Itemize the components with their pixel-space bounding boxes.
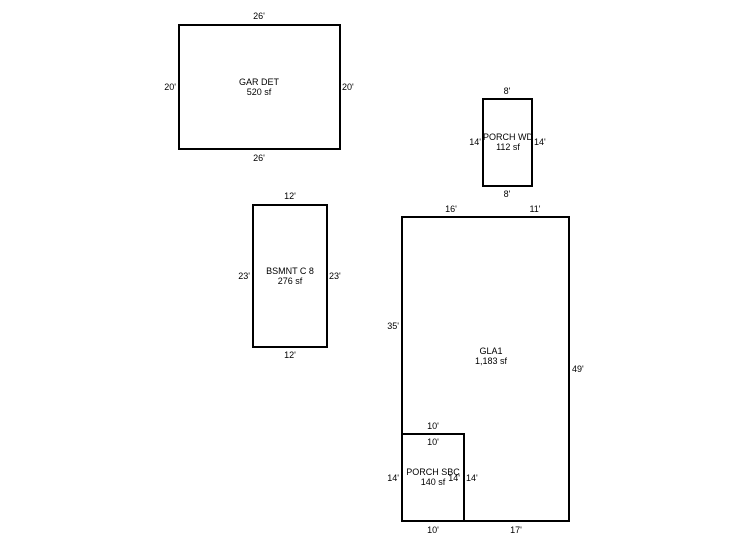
room-area: 1,183 sf <box>475 356 508 366</box>
dim-right: 49' <box>572 364 584 374</box>
room-outline <box>178 24 341 150</box>
dim-bottom: 10' <box>427 525 439 535</box>
dim-left: 14' <box>469 137 481 147</box>
room-outline <box>482 98 533 187</box>
room-area: 520 sf <box>247 87 272 97</box>
dim-top-outer: 10' <box>427 421 439 431</box>
dim-top-inner: 10' <box>427 437 439 447</box>
room-outline <box>252 204 328 348</box>
room-name: GLA1 <box>479 346 502 356</box>
dim-right: 14' <box>534 137 546 147</box>
dim-bottom: 26' <box>253 153 265 163</box>
dim-top: 12' <box>284 191 296 201</box>
dim-right: 20' <box>342 82 354 92</box>
room-porch-wd: PORCH WD 112 sf 8' 8' 14' 14' <box>469 86 546 199</box>
dim-left: 20' <box>164 82 176 92</box>
room-bsmnt-c8: BSMNT C 8 276 sf 12' 12' 23' 23' <box>238 191 341 360</box>
room-name: GAR DET <box>239 77 280 87</box>
room-outline <box>401 433 465 522</box>
dim-top-left: 16' <box>445 204 457 214</box>
dim-left: 14' <box>387 473 399 483</box>
room-porch-sbc: PORCH SBC 140 sf 10' 10' 10' 14' 14' 14' <box>387 421 478 535</box>
dim-top: 26' <box>253 11 265 21</box>
dim-right-inner: 14' <box>448 473 460 483</box>
room-area: 140 sf <box>421 477 446 487</box>
dim-bottom: 8' <box>504 189 511 199</box>
dim-top: 8' <box>504 86 511 96</box>
room-gla1: GLA1 1,183 sf 16' 11' 35' 49' 17' <box>387 204 584 535</box>
dim-bottom: 12' <box>284 350 296 360</box>
room-name: PORCH SBC <box>406 467 460 477</box>
dim-right: 14' <box>466 473 478 483</box>
room-area: 112 sf <box>496 142 520 152</box>
room-name: PORCH WD <box>483 132 533 142</box>
room-area: 276 sf <box>278 276 303 286</box>
dim-left: 23' <box>238 271 250 281</box>
dim-left: 35' <box>387 321 399 331</box>
room-gar-det: GAR DET 520 sf 26' 26' 20' 20' <box>164 11 354 163</box>
dim-right: 23' <box>329 271 341 281</box>
room-name: BSMNT C 8 <box>266 266 314 276</box>
dim-bottom-right: 17' <box>510 525 522 535</box>
dim-top-right: 11' <box>529 204 540 214</box>
